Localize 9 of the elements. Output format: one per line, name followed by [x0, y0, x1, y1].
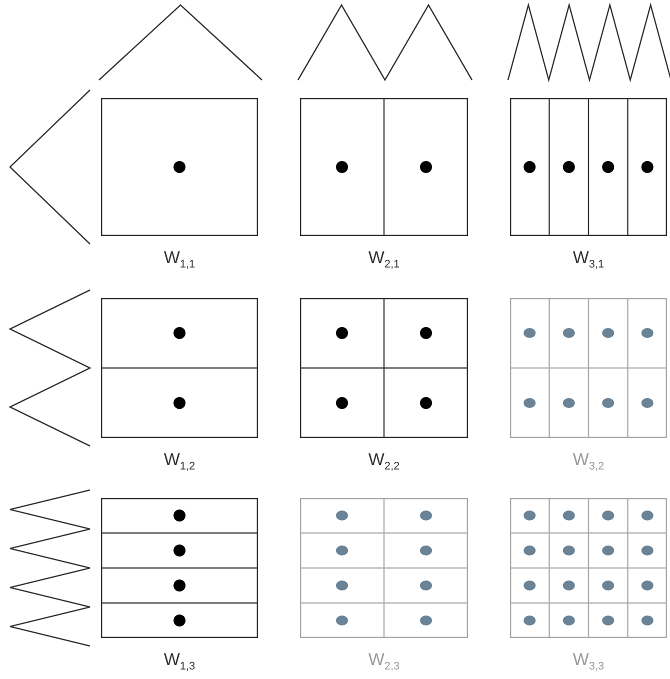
grid-label: W$_{2,3}$ — [368, 650, 400, 669]
grid-label: W$_{1,1}$ — [164, 248, 196, 267]
grid-label: W$_{1,3}$ — [164, 650, 196, 669]
grid-label: W$_{3,3}$ — [572, 650, 604, 669]
grid-label: W$_{3,2}$ — [572, 450, 604, 469]
grid-label: W$_{2,1}$ — [368, 248, 400, 267]
grid-label: W$_{3,1}$ — [572, 248, 604, 267]
grid-label: W$_{1,2}$ — [164, 450, 196, 469]
grid-label: W$_{2,2}$ — [368, 450, 400, 469]
